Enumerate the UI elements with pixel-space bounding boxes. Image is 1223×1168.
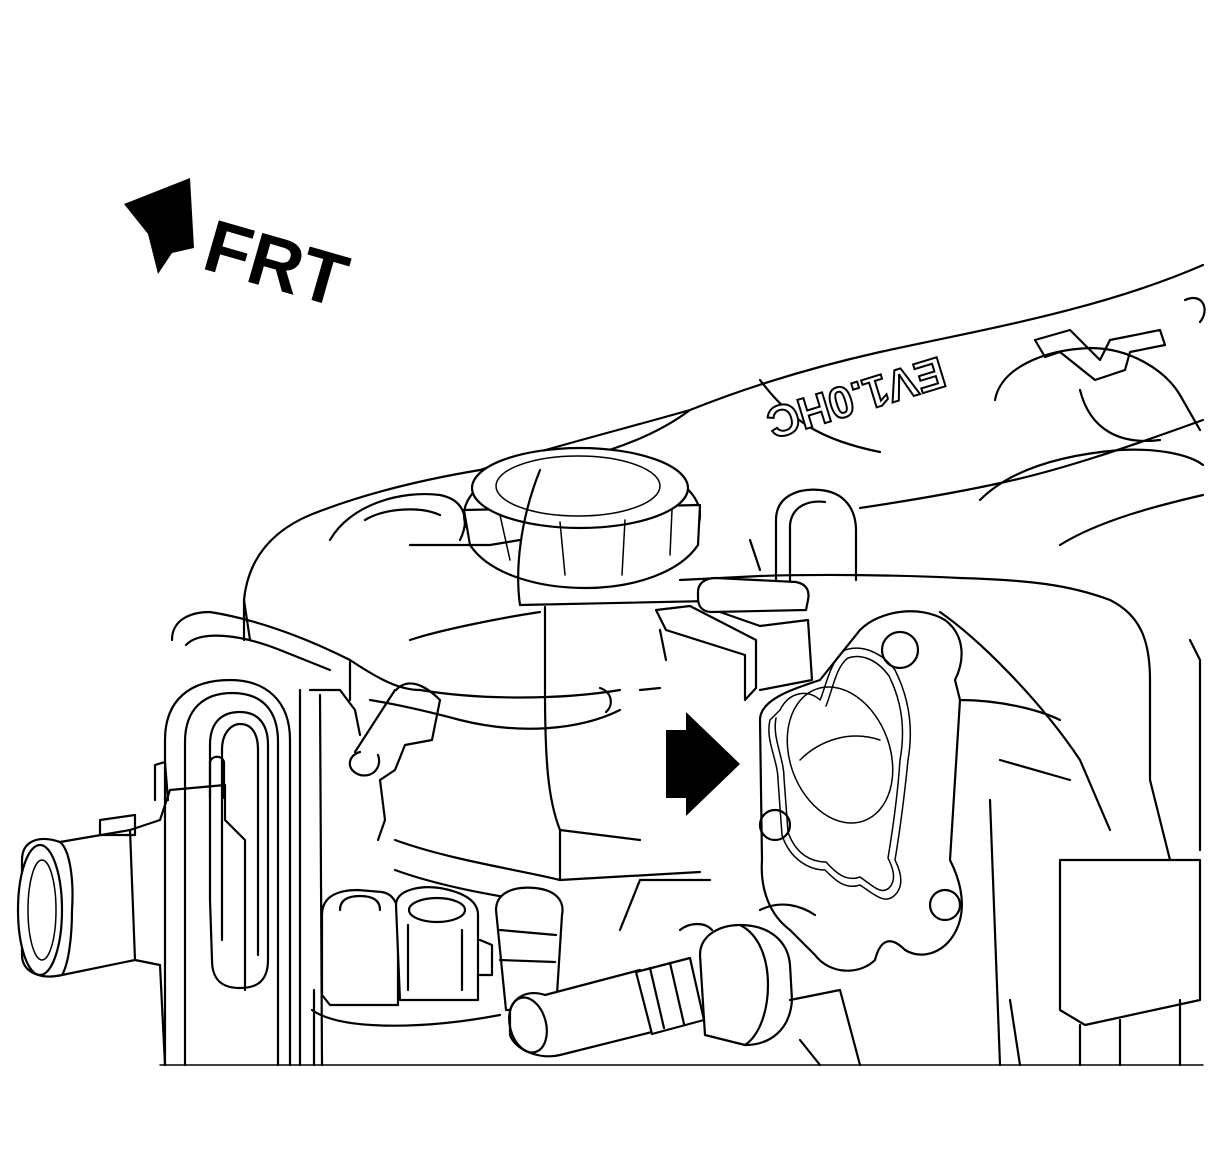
front-direction-label: FRT: [196, 204, 357, 323]
pointer-arrow-icon: [666, 712, 740, 816]
intake-plenum: [678, 573, 1202, 1067]
oil-filler-cap: [462, 446, 702, 590]
retainer-clip: [654, 576, 814, 702]
front-arrow-icon: [124, 178, 194, 274]
vacuum-hose: [508, 878, 862, 1067]
coolant-outlet: [16, 755, 247, 1067]
cover-marking-text: EV1.0HC: [761, 347, 951, 447]
sensor-connector: [310, 886, 564, 1067]
front-direction-indicator: FRT: [124, 178, 357, 323]
cover-boss-left: [328, 493, 466, 542]
harness-bracket: [170, 610, 662, 842]
loop-bracket: [163, 678, 324, 1067]
cover-boss-right: [774, 488, 858, 602]
throttle-body-flange: [758, 610, 964, 972]
cover-body-lower: [242, 468, 762, 907]
